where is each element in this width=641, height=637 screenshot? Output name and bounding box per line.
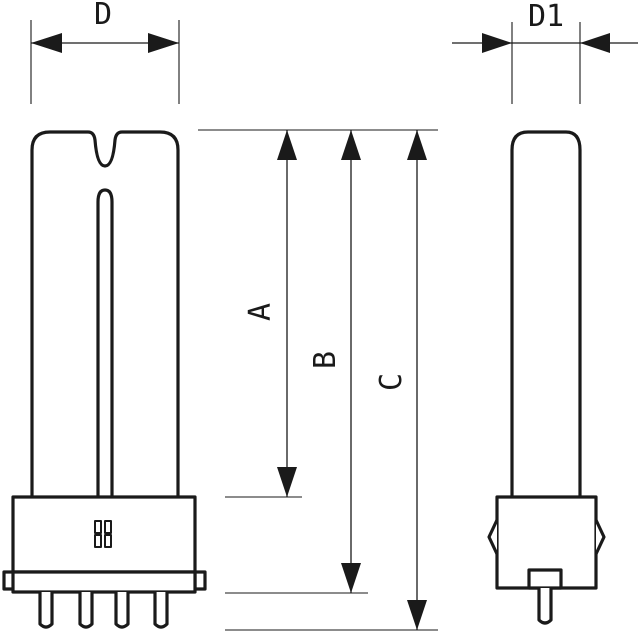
front-pins bbox=[38, 592, 169, 629]
dimension-d: D bbox=[30, 0, 180, 104]
d1-arrow-right bbox=[580, 33, 610, 53]
b-arrow-top bbox=[341, 130, 361, 160]
label-a: A bbox=[243, 303, 278, 321]
pin bbox=[38, 592, 54, 629]
side-left-clip bbox=[487, 519, 499, 555]
pin bbox=[78, 592, 94, 629]
dimension-d1: D1 bbox=[452, 0, 638, 104]
b-arrow-bottom bbox=[341, 563, 361, 593]
pin bbox=[153, 592, 169, 629]
vertical-dimensions: A B C bbox=[198, 129, 438, 631]
pin bbox=[114, 592, 130, 629]
side-right-clip bbox=[594, 519, 606, 555]
side-view bbox=[487, 130, 606, 625]
front-tube-slot bbox=[96, 188, 114, 497]
d-arrow-right bbox=[148, 33, 179, 53]
a-arrow-bottom bbox=[277, 467, 297, 497]
front-base bbox=[11, 495, 197, 574]
label-c: C bbox=[374, 373, 409, 391]
side-key bbox=[527, 568, 563, 590]
d1-arrow-left bbox=[482, 33, 512, 53]
c-arrow-top bbox=[407, 130, 427, 160]
label-d: D bbox=[94, 0, 112, 32]
side-tube-outline bbox=[510, 130, 582, 497]
label-b: B bbox=[308, 351, 343, 369]
d-arrow-left bbox=[31, 33, 62, 53]
label-d1: D1 bbox=[528, 0, 564, 34]
base-marking bbox=[94, 520, 112, 548]
a-arrow-top bbox=[277, 130, 297, 160]
c-arrow-bottom bbox=[407, 600, 427, 630]
front-tube-outline bbox=[30, 130, 180, 497]
front-base-plate bbox=[11, 570, 197, 594]
front-view bbox=[2, 130, 207, 629]
side-pin bbox=[537, 588, 553, 625]
